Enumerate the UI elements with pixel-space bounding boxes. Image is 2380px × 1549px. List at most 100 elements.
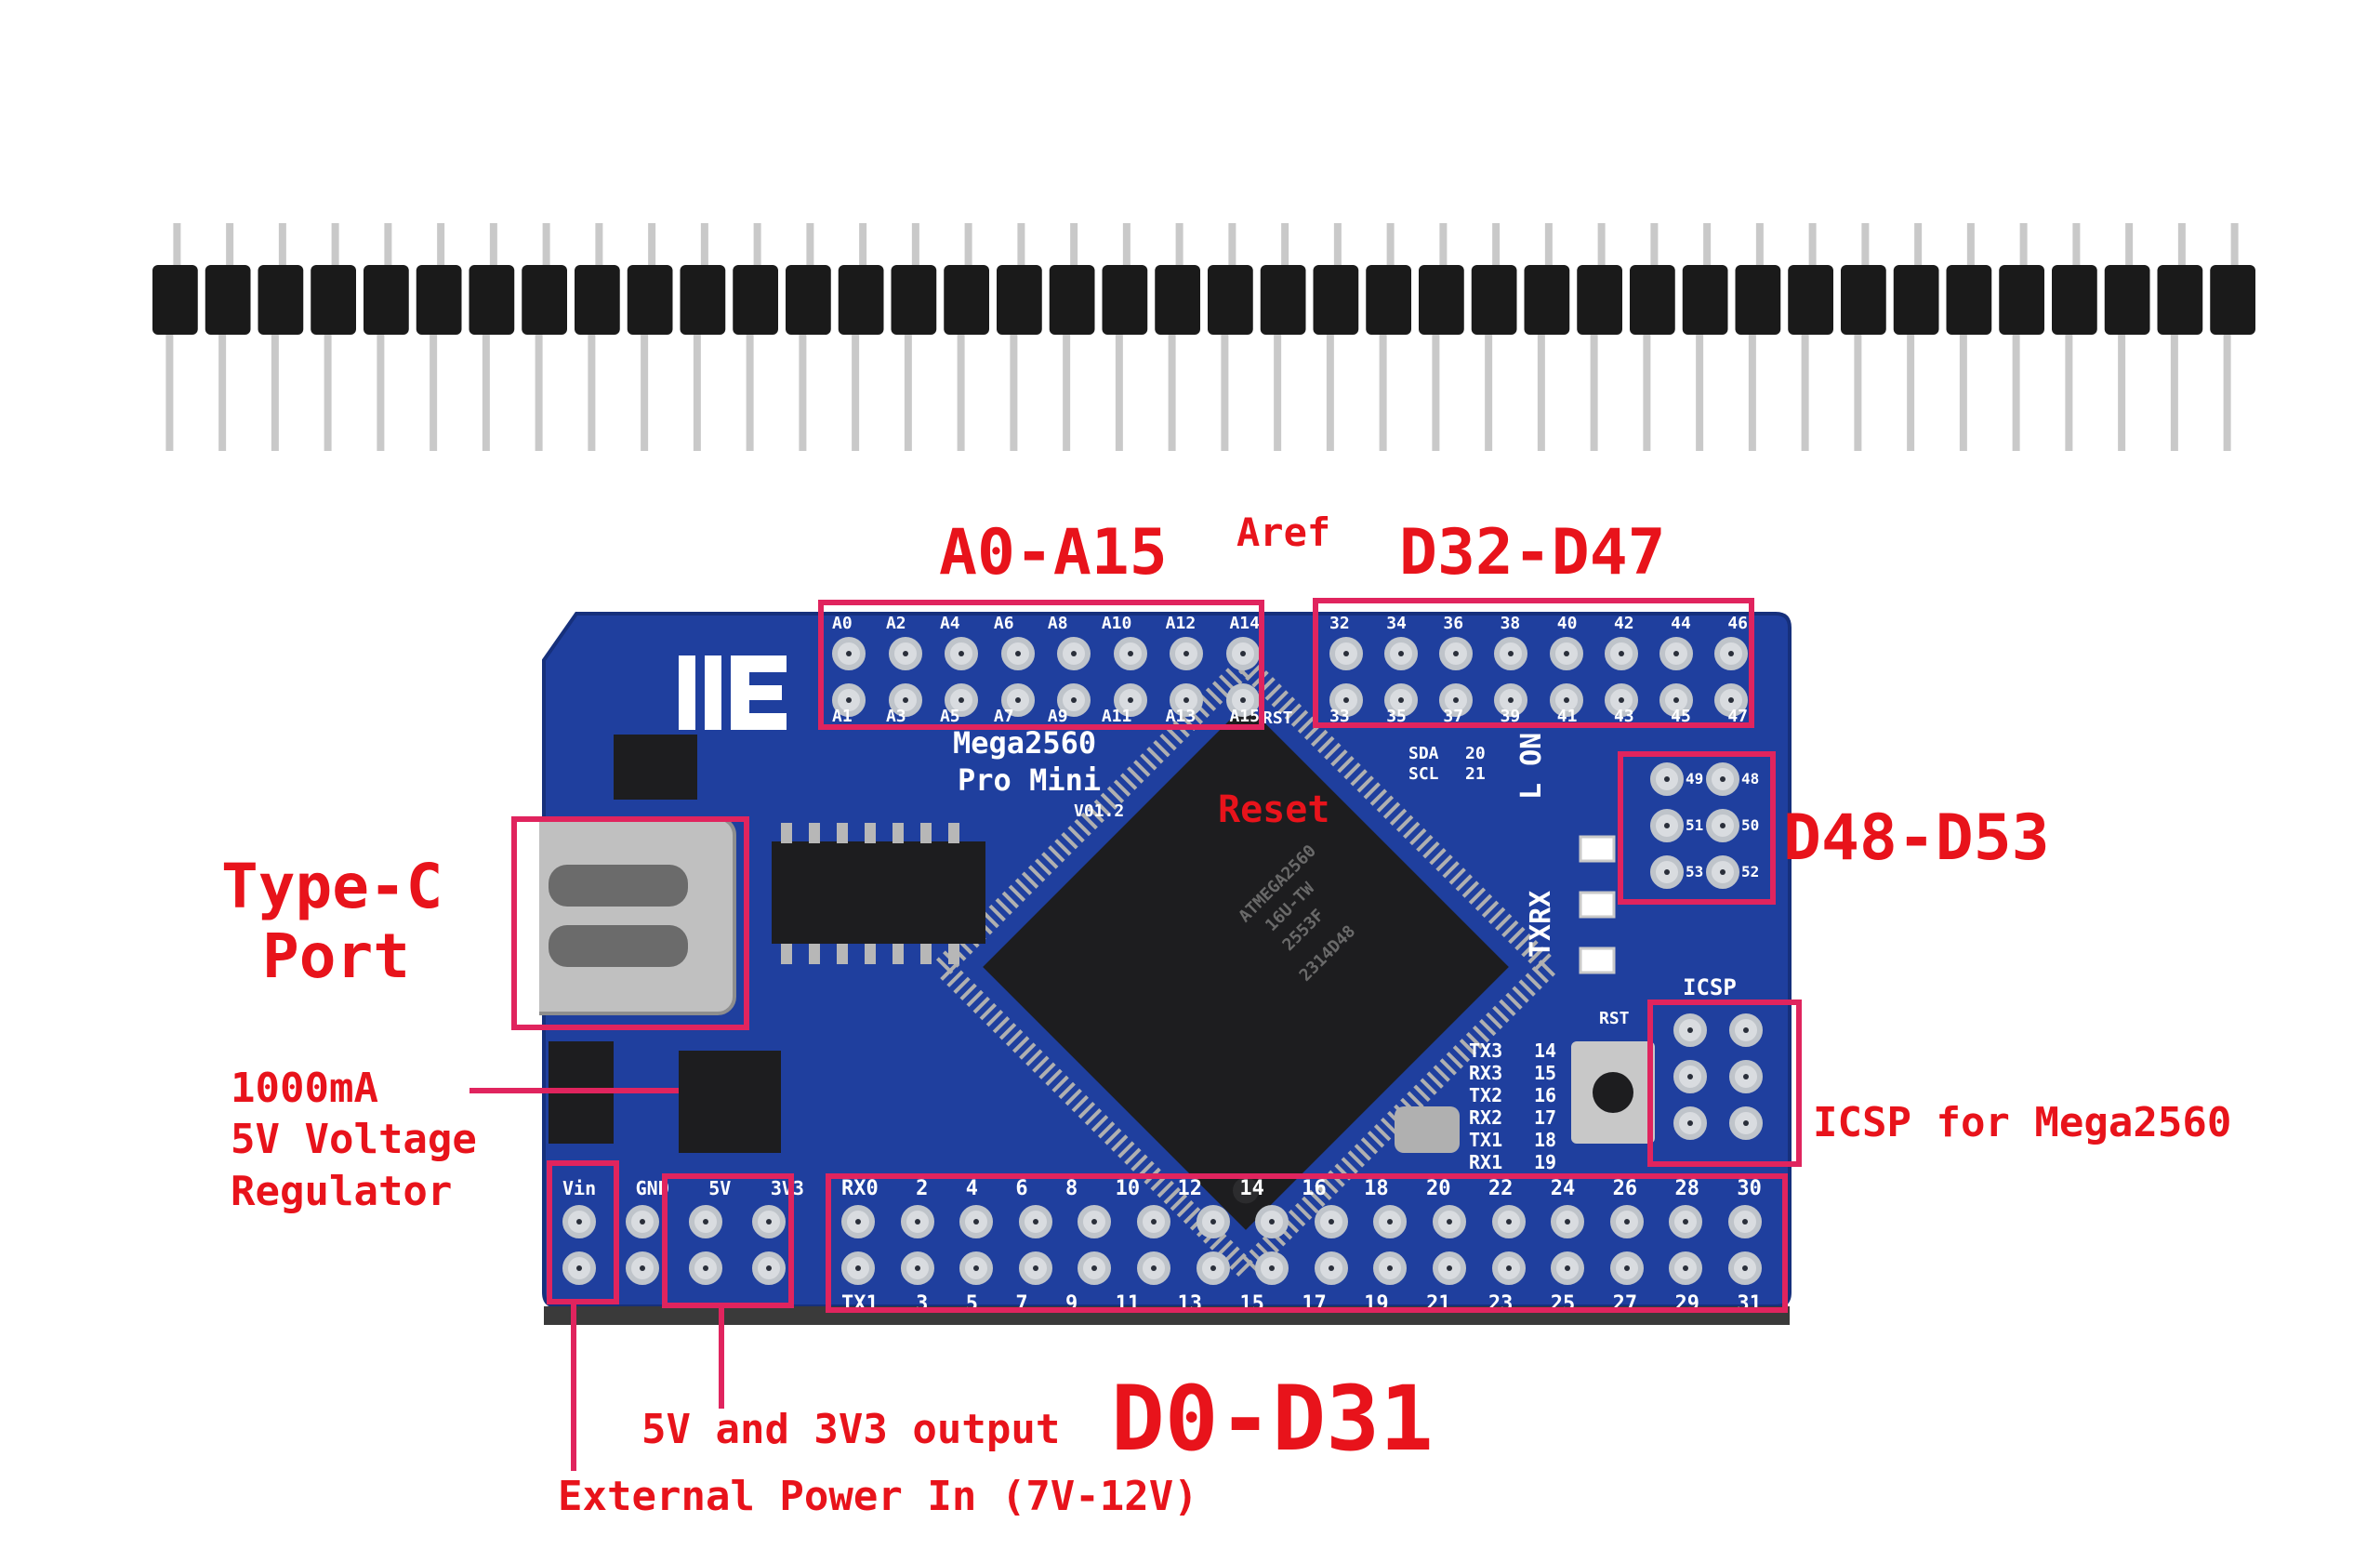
header-pin-top (1755, 223, 1764, 265)
header-pin-bottom (1432, 335, 1440, 451)
pin-pad (945, 637, 979, 670)
pin-pad (1225, 637, 1260, 670)
pin-label: 48 (1741, 770, 1760, 788)
pin-label: A8 (1047, 614, 1068, 633)
header-pin-bottom (693, 335, 701, 451)
pin-pad (1255, 1205, 1289, 1238)
pin-pad (900, 1251, 934, 1285)
power-in-leader-line (571, 1304, 576, 1471)
bottom-pads-bottom (841, 1251, 1762, 1285)
header-pin-top (1703, 223, 1712, 265)
rst-silk: RST (1263, 708, 1293, 728)
header-pin-bottom (535, 335, 543, 451)
pin-pad (1000, 683, 1035, 717)
pin-label: A14 (1229, 614, 1260, 633)
pin-pad (1078, 1251, 1112, 1285)
pin-label: A4 (939, 614, 960, 633)
pin-label: A11 (1101, 707, 1132, 726)
pin-pad (1170, 637, 1204, 670)
pin-pad (1706, 855, 1739, 889)
header-plastic (1102, 265, 1148, 335)
board-name-line1: Mega2560 (953, 725, 1097, 761)
pin-pad (1604, 637, 1638, 670)
header-plastic (1419, 265, 1464, 335)
pin-label: 50 (1741, 816, 1760, 834)
icsp-pad (1729, 1106, 1763, 1140)
header-pin-bottom (746, 335, 754, 451)
pcb-board (539, 612, 1792, 1325)
pin-pad (959, 1205, 994, 1238)
header-plastic (2157, 265, 2203, 335)
pin-pad (900, 1205, 934, 1238)
pin-header-strip (152, 223, 2255, 451)
header-plastic (2052, 265, 2097, 335)
pin-pad (1136, 1205, 1170, 1238)
pin-label: 46 (1727, 614, 1748, 633)
header-pin-top (542, 223, 550, 265)
pin-pad (1057, 683, 1091, 717)
header-plastic (1208, 265, 1253, 335)
analog-pads-bottom (832, 683, 1260, 717)
regulator-label-line2: 5V Voltage (231, 1116, 477, 1163)
header-pin-top (1386, 223, 1395, 265)
icsp-highlight-box (1647, 1000, 1802, 1167)
pin-label: 43 (1613, 707, 1634, 726)
pin-label: 30 (1737, 1177, 1762, 1200)
pin-pad (1000, 637, 1035, 670)
sda-silk: SDA (1408, 744, 1439, 763)
header-plastic (416, 265, 462, 335)
pin-pad (1706, 762, 1739, 796)
header-pin-bottom (377, 335, 385, 451)
header-plastic (258, 265, 304, 335)
pin-pad (1439, 683, 1474, 717)
usb-serial-ic (772, 841, 985, 944)
digital-mid-highlight-box (1313, 598, 1754, 728)
header-plastic (627, 265, 673, 335)
pin-label: 39 (1500, 707, 1521, 726)
header-plastic (152, 265, 198, 335)
pin-pad (1018, 1251, 1052, 1285)
header-pin-top (1544, 223, 1553, 265)
pin-pad (1551, 1205, 1585, 1238)
header-plastic (1735, 265, 1781, 335)
pin-pad (1255, 1251, 1289, 1285)
header-pin-bottom (1063, 335, 1071, 451)
header-plastic (1524, 265, 1570, 335)
pin-pad (841, 1205, 875, 1238)
header-plastic (575, 265, 620, 335)
header-pin-top (1492, 223, 1501, 265)
serial-num: 17 (1534, 1106, 1557, 1129)
pin-pad (1650, 762, 1684, 796)
pin-pad (945, 683, 979, 717)
digital-bottom-label: D0-D31 (1111, 1367, 1434, 1471)
header-pin-top (859, 223, 867, 265)
digital-right-highlight-box (1618, 751, 1776, 905)
header-plastic (1313, 265, 1359, 335)
serial-label: TX3 (1469, 1039, 1503, 1062)
header-pin-bottom (430, 335, 438, 451)
pin-label: 40 (1556, 614, 1578, 633)
pin-label: 28 (1674, 1177, 1700, 1200)
header-pin-bottom (271, 335, 279, 451)
pin20-silk: 20 (1465, 744, 1486, 763)
serial-num: 15 (1534, 1062, 1557, 1084)
header-plastic (733, 265, 778, 335)
header-pin-top (1228, 223, 1236, 265)
pin-pad (1650, 855, 1684, 889)
header-pin-bottom (852, 335, 860, 451)
header-pin-top (648, 223, 656, 265)
pin-label: 12 (1177, 1177, 1203, 1200)
pin-pad (1669, 1251, 1703, 1285)
power-in-label: External Power In (7V-12V) (558, 1473, 1198, 1520)
pin-label: A13 (1165, 707, 1197, 726)
header-pin-bottom (1907, 335, 1915, 451)
header-plastic (469, 265, 515, 335)
header-pin-top (331, 223, 339, 265)
header-pin-bottom (1221, 335, 1229, 451)
pin-pad (1494, 683, 1528, 717)
pin-pad (1609, 1251, 1644, 1285)
pin-label: 18 (1364, 1177, 1389, 1200)
pin-label: RX0 (841, 1177, 879, 1200)
